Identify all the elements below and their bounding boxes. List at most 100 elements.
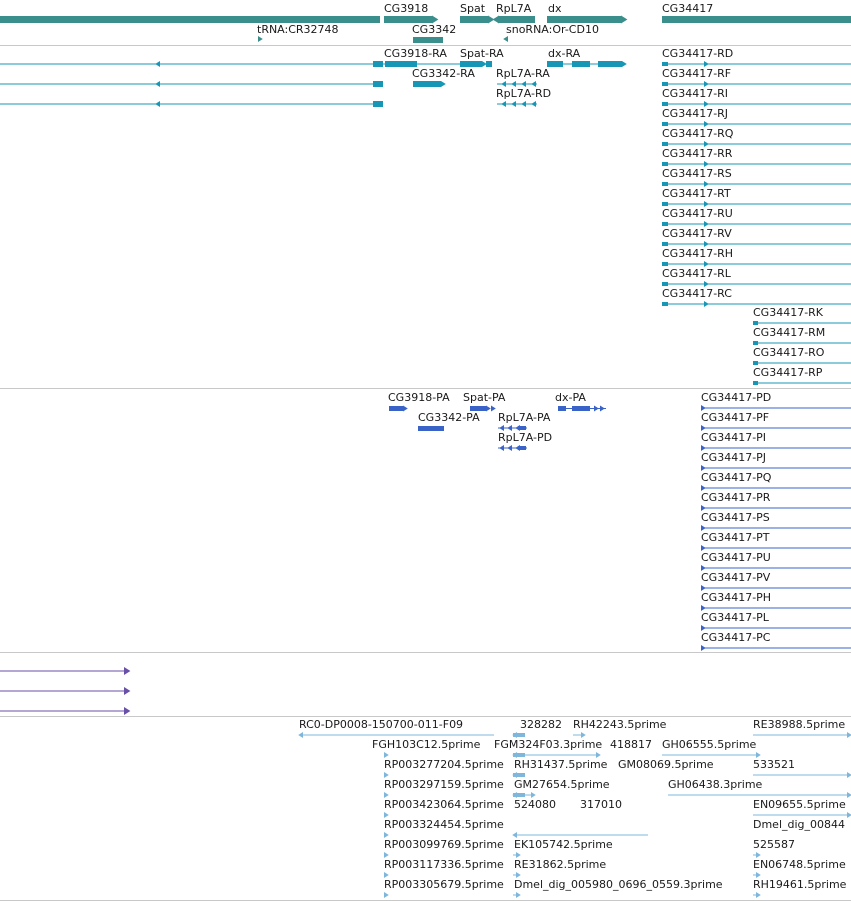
gene-bar[interactable] xyxy=(499,16,535,23)
transcript-label-cg3342-ra[interactable]: CG3342-RA xyxy=(412,67,475,80)
est-label-fgh103c12-5prime[interactable]: FGH103C12.5prime xyxy=(372,738,481,751)
transcript-label-cg34417-ro[interactable]: CG34417-RO xyxy=(753,346,825,359)
est-label-317010[interactable]: 317010 xyxy=(580,798,622,811)
est-label-rp003277204-5prime[interactable]: RP003277204.5prime xyxy=(384,758,504,771)
est-label-gm08069-5prime[interactable]: GM08069.5prime xyxy=(618,758,714,771)
exon-block[interactable] xyxy=(518,446,526,450)
gene-bar[interactable] xyxy=(460,16,488,23)
transcript-label-cg34417-rr[interactable]: CG34417-RR xyxy=(662,147,733,160)
protein-label-cg34417-pi[interactable]: CG34417-PI xyxy=(701,431,767,444)
transcript-label-cg34417-rl[interactable]: CG34417-RL xyxy=(662,267,731,280)
transcript-label-dx-ra[interactable]: dx-RA xyxy=(548,47,581,60)
exon-block[interactable] xyxy=(518,426,526,430)
protein-label-cg34417-pl[interactable]: CG34417-PL xyxy=(701,611,769,624)
transcript-label-cg34417-rd[interactable]: CG34417-RD xyxy=(662,47,734,60)
gene-label-spat[interactable]: Spat xyxy=(460,2,486,15)
est-label-rp003099769-5prime[interactable]: RP003099769.5prime xyxy=(384,838,504,851)
transcript-label-cg34417-ru[interactable]: CG34417-RU xyxy=(662,207,733,220)
protein-label-cg34417-pc[interactable]: CG34417-PC xyxy=(701,631,771,644)
protein-label-cg34417-pu[interactable]: CG34417-PU xyxy=(701,551,771,564)
est-label-fgm324f03-3prime[interactable]: FGM324F03.3prime xyxy=(494,738,603,751)
est-label-rh19461-5prime[interactable]: RH19461.5prime xyxy=(753,878,847,891)
est-label-525587[interactable]: 525587 xyxy=(753,838,795,851)
protein-label-cg34417-pj[interactable]: CG34417-PJ xyxy=(701,451,767,464)
transcript-label-cg34417-rj[interactable]: CG34417-RJ xyxy=(662,107,729,120)
est-label-dmel-dig-00844[interactable]: Dmel_dig_00844 xyxy=(753,818,846,831)
exon-block[interactable] xyxy=(598,61,622,67)
gene-label-snorna[interactable]: snoRNA:Or-CD10 xyxy=(506,23,599,36)
est-label-en06748-5prime[interactable]: EN06748.5prime xyxy=(753,858,846,871)
transcript-label-cg34417-ri[interactable]: CG34417-RI xyxy=(662,87,729,100)
transcript-label-cg3918-ra[interactable]: CG3918-RA xyxy=(384,47,447,60)
transcript-label-cg34417-rp[interactable]: CG34417-RP xyxy=(753,366,823,379)
est-label-328282[interactable]: 328282 xyxy=(520,718,562,731)
exon-block[interactable] xyxy=(470,406,486,411)
transcript-label-cg34417-rk[interactable]: CG34417-RK xyxy=(753,306,824,319)
transcript-label-spat-ra[interactable]: Spat-RA xyxy=(460,47,504,60)
gene-label-dx[interactable]: dx xyxy=(548,2,562,15)
gene-bar[interactable] xyxy=(662,16,851,23)
exon-block[interactable] xyxy=(389,406,403,411)
est-label-ek105742-5prime[interactable]: EK105742.5prime xyxy=(514,838,613,851)
protein-label-rpl7a-pa[interactable]: RpL7A-PA xyxy=(498,411,551,424)
est-label-rc0-dp0008-150700-011-f09[interactable]: RC0-DP0008-150700-011-F09 xyxy=(299,718,464,731)
transcript-label-cg34417-rf[interactable]: CG34417-RF xyxy=(662,67,732,80)
est-label-rh42243-5prime[interactable]: RH42243.5prime xyxy=(573,718,667,731)
est-label-rp003305679-5prime[interactable]: RP003305679.5prime xyxy=(384,878,504,891)
exon-block[interactable] xyxy=(373,81,383,87)
exon-block[interactable] xyxy=(373,101,383,107)
gene-label-cg34417[interactable]: CG34417 xyxy=(662,2,714,15)
exon-block[interactable] xyxy=(558,406,566,411)
est-label-rh31437-5prime[interactable]: RH31437.5prime xyxy=(514,758,608,771)
est-label-en09655-5prime[interactable]: EN09655.5prime xyxy=(753,798,846,811)
exon-block[interactable] xyxy=(572,406,590,411)
exon-block[interactable] xyxy=(460,61,482,67)
gene-bar[interactable] xyxy=(0,16,380,23)
est-label-gh06555-5prime[interactable]: GH06555.5prime xyxy=(662,738,757,751)
transcript-label-cg34417-rt[interactable]: CG34417-RT xyxy=(662,187,731,200)
protein-label-cg3918-pa[interactable]: CG3918-PA xyxy=(388,391,450,404)
protein-label-cg3342-pa[interactable]: CG3342-PA xyxy=(418,411,480,424)
protein-label-cg34417-pv[interactable]: CG34417-PV xyxy=(701,571,771,584)
gene-label-rpl7a[interactable]: RpL7A xyxy=(496,2,532,15)
est-label-rp003423064-5prime[interactable]: RP003423064.5prime xyxy=(384,798,504,811)
protein-label-spat-pa[interactable]: Spat-PA xyxy=(463,391,506,404)
transcript-label-cg34417-rm[interactable]: CG34417-RM xyxy=(753,326,826,339)
gene-label-trna[interactable]: tRNA:CR32748 xyxy=(257,23,339,36)
est-label-re38988-5prime[interactable]: RE38988.5prime xyxy=(753,718,846,731)
exon-block[interactable] xyxy=(418,426,444,431)
protein-label-cg34417-pr[interactable]: CG34417-PR xyxy=(701,491,771,504)
transcript-label-cg34417-rc[interactable]: CG34417-RC xyxy=(662,287,732,300)
est-label-rp003117336-5prime[interactable]: RP003117336.5prime xyxy=(384,858,504,871)
protein-label-cg34417-pd[interactable]: CG34417-PD xyxy=(701,391,772,404)
exon-block[interactable] xyxy=(413,81,441,87)
est-label-418817[interactable]: 418817 xyxy=(610,738,652,751)
est-label-533521[interactable]: 533521 xyxy=(753,758,795,771)
transcript-label-rpl7a-rd[interactable]: RpL7A-RD xyxy=(496,87,552,100)
protein-label-cg34417-ph[interactable]: CG34417-PH xyxy=(701,591,772,604)
est-label-524080[interactable]: 524080 xyxy=(514,798,556,811)
protein-label-cg34417-pq[interactable]: CG34417-PQ xyxy=(701,471,772,484)
protein-label-cg34417-pt[interactable]: CG34417-PT xyxy=(701,531,770,544)
gene-bar[interactable] xyxy=(384,16,432,23)
est-label-rp003324454-5prime[interactable]: RP003324454.5prime xyxy=(384,818,504,831)
gene-label-cg3342[interactable]: CG3342 xyxy=(412,23,457,36)
exon-block[interactable] xyxy=(547,61,563,67)
est-label-gm27654-5prime[interactable]: GM27654.5prime xyxy=(514,778,610,791)
gene-label-cg3918[interactable]: CG3918 xyxy=(384,2,429,15)
transcript-label-cg34417-rs[interactable]: CG34417-RS xyxy=(662,167,732,180)
est-label-gh06438-3prime[interactable]: GH06438.3prime xyxy=(668,778,763,791)
protein-label-dx-pa[interactable]: dx-PA xyxy=(555,391,586,404)
exon-block[interactable] xyxy=(373,61,383,67)
est-label-dmel-dig-005980-0696-0559-3prime[interactable]: Dmel_dig_005980_0696_0559.3prime xyxy=(514,878,723,891)
transcript-label-rpl7a-ra[interactable]: RpL7A-RA xyxy=(496,67,550,80)
exon-block[interactable] xyxy=(513,733,525,737)
gene-bar[interactable] xyxy=(413,37,443,43)
gene-bar[interactable] xyxy=(547,16,621,23)
protein-label-rpl7a-pd[interactable]: RpL7A-PD xyxy=(498,431,553,444)
transcript-label-cg34417-rv[interactable]: CG34417-RV xyxy=(662,227,732,240)
transcript-label-cg34417-rq[interactable]: CG34417-RQ xyxy=(662,127,734,140)
est-label-re31862-5prime[interactable]: RE31862.5prime xyxy=(514,858,607,871)
exon-block[interactable] xyxy=(486,61,492,67)
exon-block[interactable] xyxy=(572,61,590,67)
